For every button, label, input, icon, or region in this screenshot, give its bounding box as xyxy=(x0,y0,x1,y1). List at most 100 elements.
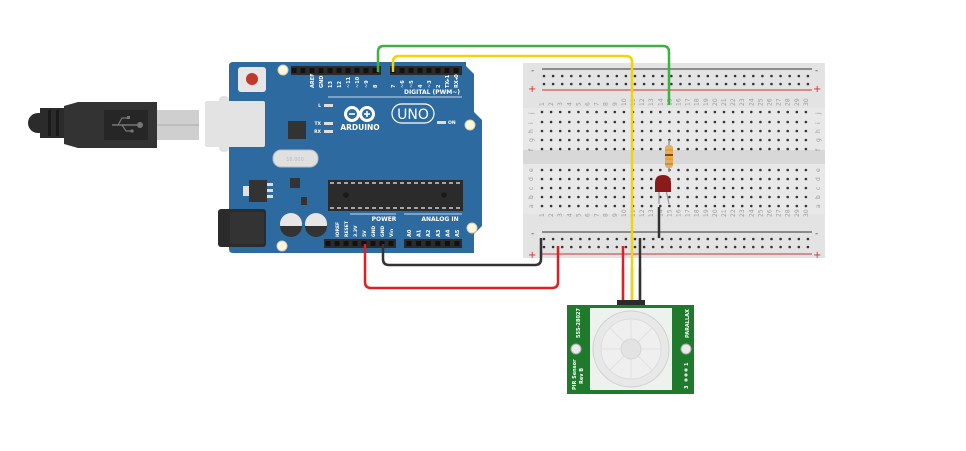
breadboard-hole[interactable] xyxy=(713,110,717,114)
breadboard-hole[interactable] xyxy=(642,74,646,78)
breadboard-hole[interactable] xyxy=(568,177,571,181)
breadboard-hole[interactable] xyxy=(668,195,671,199)
breadboard-hole[interactable] xyxy=(568,138,571,142)
breadboard-hole[interactable] xyxy=(679,82,682,86)
breadboard-hole[interactable] xyxy=(777,204,780,208)
breadboard-hole[interactable] xyxy=(651,237,655,241)
breadboard-hole[interactable] xyxy=(688,237,691,241)
breadboard-hole[interactable] xyxy=(686,186,689,190)
breadboard-hole[interactable] xyxy=(568,147,571,151)
breadboard-hole[interactable] xyxy=(558,177,562,181)
breadboard-hole[interactable] xyxy=(640,129,644,133)
breadboard-hole[interactable] xyxy=(740,129,744,133)
breadboard-hole[interactable] xyxy=(777,110,780,114)
breadboard-hole[interactable] xyxy=(686,168,689,172)
breadboard-hole[interactable] xyxy=(713,186,717,190)
breadboard-hole[interactable] xyxy=(649,195,653,199)
breadboard-hole[interactable] xyxy=(688,82,691,86)
breadboard-hole[interactable] xyxy=(549,204,553,208)
breadboard-hole[interactable] xyxy=(804,110,808,114)
header-hole[interactable] xyxy=(318,68,324,73)
breadboard-hole[interactable] xyxy=(604,120,607,124)
breadboard-hole[interactable] xyxy=(604,110,607,114)
header-hole[interactable] xyxy=(379,241,385,246)
breadboard-hole[interactable] xyxy=(586,204,589,208)
breadboard-hole[interactable] xyxy=(577,195,580,199)
breadboard-hole[interactable] xyxy=(568,168,571,172)
breadboard-hole[interactable] xyxy=(750,168,753,172)
breadboard-hole[interactable] xyxy=(788,82,791,86)
header-hole[interactable] xyxy=(435,68,441,73)
breadboard-hole[interactable] xyxy=(659,110,662,114)
breadboard-hole[interactable] xyxy=(595,138,598,142)
breadboard-hole[interactable] xyxy=(577,110,580,114)
breadboard-hole[interactable] xyxy=(713,147,717,151)
breadboard-hole[interactable] xyxy=(570,237,573,241)
breadboard-hole[interactable] xyxy=(742,245,746,249)
breadboard-hole[interactable] xyxy=(742,237,746,241)
breadboard-hole[interactable] xyxy=(804,120,808,124)
wire-yellow-signal[interactable] xyxy=(391,54,634,302)
breadboard-hole[interactable] xyxy=(786,177,789,181)
breadboard-hole[interactable] xyxy=(777,147,780,151)
breadboard-hole[interactable] xyxy=(595,129,598,133)
breadboard-hole[interactable] xyxy=(795,186,799,190)
breadboard-hole[interactable] xyxy=(768,168,771,172)
breadboard-hole[interactable] xyxy=(770,237,773,241)
breadboard-hole[interactable] xyxy=(577,186,580,190)
breadboard-hole[interactable] xyxy=(797,82,801,86)
breadboard-hole[interactable] xyxy=(733,82,737,86)
breadboard-hole[interactable] xyxy=(558,138,562,142)
breadboard-hole[interactable] xyxy=(779,82,782,86)
breadboard-hole[interactable] xyxy=(715,82,719,86)
breadboard-hole[interactable] xyxy=(595,147,598,151)
breadboard-hole[interactable] xyxy=(604,138,607,142)
breadboard-hole[interactable] xyxy=(704,129,708,133)
breadboard-hole[interactable] xyxy=(604,129,607,133)
breadboard-hole[interactable] xyxy=(740,138,744,142)
breadboard-hole[interactable] xyxy=(706,245,710,249)
breadboard-hole[interactable] xyxy=(577,138,580,142)
breadboard-hole[interactable] xyxy=(661,74,664,78)
breadboard-hole[interactable] xyxy=(597,245,600,249)
breadboard-hole[interactable] xyxy=(806,82,810,86)
breadboard-hole[interactable] xyxy=(615,82,619,86)
breadboard-hole[interactable] xyxy=(659,129,662,133)
breadboard-hole[interactable] xyxy=(613,138,617,142)
header-hole[interactable] xyxy=(334,241,340,246)
breadboard-hole[interactable] xyxy=(640,120,644,124)
breadboard-hole[interactable] xyxy=(670,74,673,78)
breadboard-hole[interactable] xyxy=(670,82,673,86)
breadboard-hole[interactable] xyxy=(560,82,564,86)
breadboard-hole[interactable] xyxy=(742,74,746,78)
breadboard-hole[interactable] xyxy=(695,147,698,151)
breadboard-hole[interactable] xyxy=(777,129,780,133)
breadboard-hole[interactable] xyxy=(759,168,762,172)
breadboard-hole[interactable] xyxy=(797,237,801,241)
breadboard-hole[interactable] xyxy=(786,195,789,199)
breadboard-hole[interactable] xyxy=(604,204,607,208)
breadboard-hole[interactable] xyxy=(750,204,753,208)
breadboard-hole[interactable] xyxy=(779,74,782,78)
breadboard-hole[interactable] xyxy=(768,138,771,142)
breadboard-hole[interactable] xyxy=(777,168,780,172)
breadboard-hole[interactable] xyxy=(595,110,598,114)
breadboard-hole[interactable] xyxy=(577,129,580,133)
breadboard-hole[interactable] xyxy=(786,138,789,142)
breadboard-hole[interactable] xyxy=(750,110,753,114)
breadboard-hole[interactable] xyxy=(786,147,789,151)
breadboard-hole[interactable] xyxy=(713,129,717,133)
header-hole[interactable] xyxy=(370,241,376,246)
breadboard-hole[interactable] xyxy=(568,195,571,199)
breadboard-hole[interactable] xyxy=(613,120,617,124)
breadboard-hole[interactable] xyxy=(715,237,719,241)
breadboard-hole[interactable] xyxy=(549,138,553,142)
breadboard-hole[interactable] xyxy=(695,195,698,199)
breadboard-hole[interactable] xyxy=(577,177,580,181)
breadboard-hole[interactable] xyxy=(622,177,626,181)
breadboard-hole[interactable] xyxy=(595,177,598,181)
breadboard-hole[interactable] xyxy=(722,138,726,142)
header-hole[interactable] xyxy=(372,68,378,73)
breadboard-hole[interactable] xyxy=(797,74,801,78)
led-red[interactable] xyxy=(655,175,671,205)
